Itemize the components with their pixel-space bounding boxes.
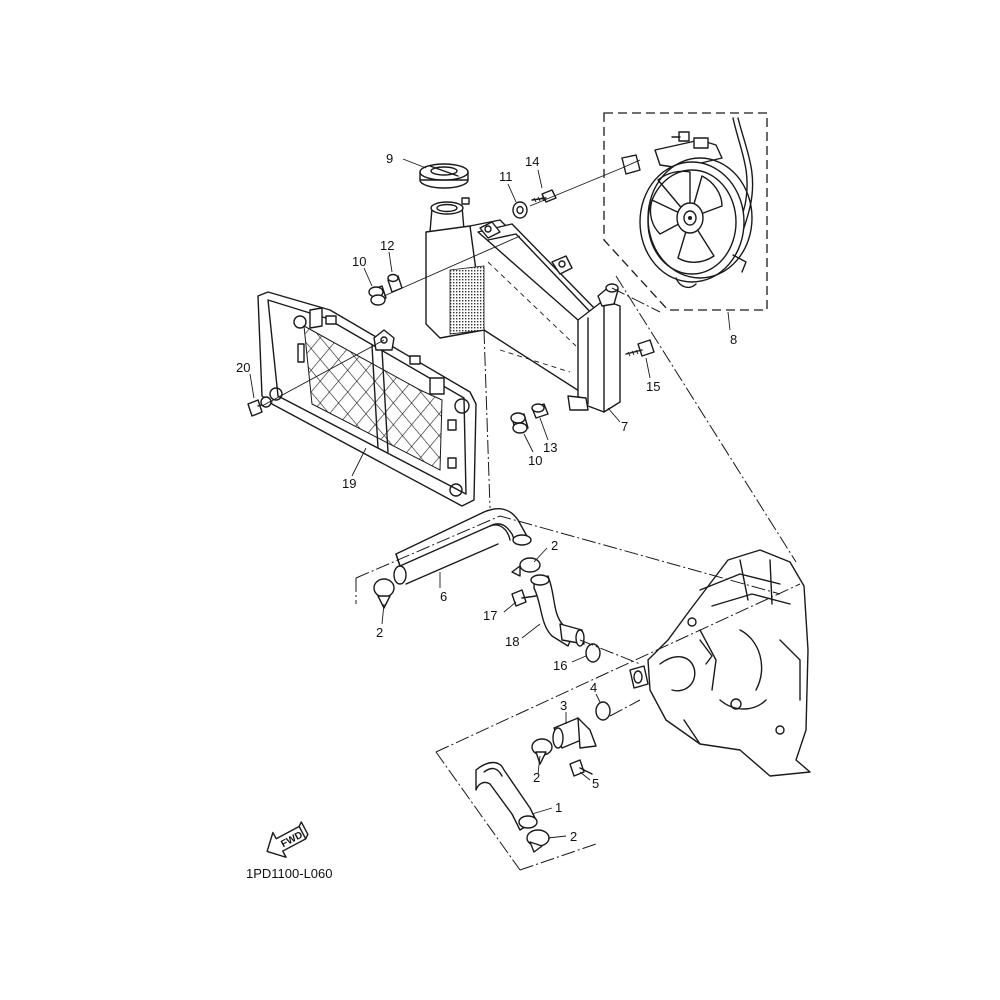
- clamp-lower: [526, 829, 550, 853]
- callout-2-upper: 2: [551, 538, 558, 553]
- clamp-middle: [531, 738, 553, 765]
- fwd-label: FWD: [279, 830, 304, 850]
- fitting-3: [552, 717, 597, 749]
- radiator-right-tank: [577, 299, 621, 413]
- radiator-cover: [257, 291, 477, 507]
- bolt-15: [625, 339, 655, 357]
- callout-10-upper: 10: [352, 254, 366, 269]
- callout-3: 3: [560, 698, 567, 713]
- callout-17: 17: [483, 608, 497, 623]
- fan-assembly: [603, 112, 768, 311]
- callout-7: 7: [621, 419, 628, 434]
- callout-2-lower: 2: [570, 829, 577, 844]
- grommet-upper: [368, 285, 387, 306]
- fwd-arrow: FWD: [266, 821, 309, 858]
- o-ring-4: [595, 701, 611, 721]
- o-ring-16: [585, 643, 601, 663]
- engine-block: [629, 549, 811, 777]
- callout-5: 5: [592, 776, 599, 791]
- callout-20: 20: [236, 360, 250, 375]
- callout-18: 18: [505, 634, 519, 649]
- fwd-arrow-shape: [266, 825, 307, 858]
- callout-4: 4: [590, 680, 597, 695]
- callout-15: 15: [646, 379, 660, 394]
- callout-2-middle: 2: [533, 770, 540, 785]
- leaders: [249, 158, 731, 839]
- callout-2-left: 2: [376, 625, 383, 640]
- washer: [512, 201, 528, 219]
- callout-14: 14: [525, 154, 539, 169]
- callout-8: 8: [730, 332, 737, 347]
- bolt-20: [247, 396, 273, 417]
- callout-1: 1: [555, 800, 562, 815]
- bolt-17: [511, 589, 537, 607]
- callout-12: 12: [380, 238, 394, 253]
- grommet-lower: [510, 412, 529, 434]
- reference-lines: [261, 159, 801, 871]
- diagram-code: 1PD1100-L060: [246, 866, 333, 881]
- callout-10-lower: 10: [528, 453, 542, 468]
- clamp-left: [373, 578, 395, 609]
- callout-16: 16: [553, 658, 567, 673]
- callout-6: 6: [440, 589, 447, 604]
- callout-19: 19: [342, 476, 356, 491]
- pipe-18: [530, 574, 585, 647]
- callout-13: 13: [543, 440, 557, 455]
- radiator: [425, 197, 621, 413]
- hose-1: [475, 761, 538, 831]
- callout-9: 9: [386, 151, 393, 166]
- bolt-14: [531, 189, 557, 203]
- callout-11: 11: [499, 169, 513, 184]
- radiator-cap: [419, 163, 469, 189]
- callouts: 9 14 11 12 10 20 19 8 7 15 13 10 2 6 2 1…: [236, 151, 737, 844]
- bolt-5: [569, 759, 593, 777]
- collar-lower: [531, 403, 549, 419]
- hose-6: [393, 508, 532, 585]
- fan-dashed-enclosure: [603, 112, 768, 311]
